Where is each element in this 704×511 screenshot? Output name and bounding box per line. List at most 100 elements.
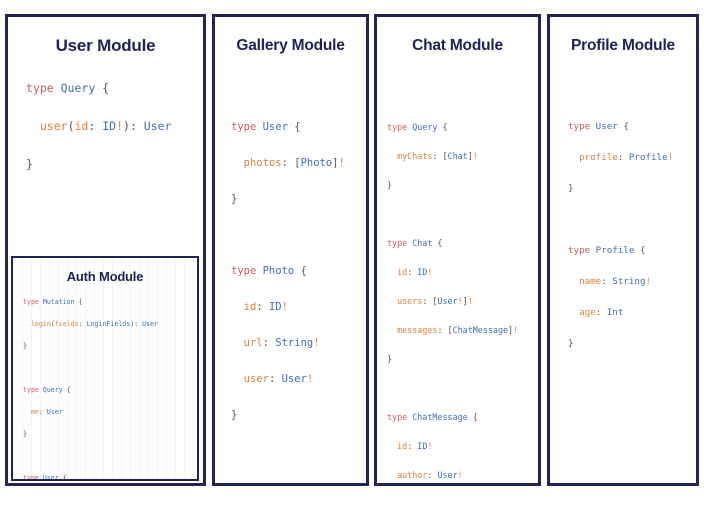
code-token-punc: } bbox=[23, 430, 27, 438]
code-token-punc bbox=[387, 325, 397, 335]
module-title-chat: Chat Module bbox=[412, 37, 503, 54]
code-line: } bbox=[387, 352, 538, 367]
code-token-kw: type bbox=[26, 81, 61, 95]
code-token-punc bbox=[568, 276, 579, 287]
code-token-punc bbox=[387, 296, 397, 306]
code-token-punc: : bbox=[38, 408, 47, 416]
code-token-field: author bbox=[397, 470, 428, 480]
code-token-punc: : bbox=[88, 119, 103, 133]
module-title-user: User Module bbox=[55, 36, 156, 55]
code-line: type ChatMessage { bbox=[387, 410, 538, 425]
code-token-type: User bbox=[281, 373, 307, 385]
code-token-bang: ! bbox=[427, 267, 433, 277]
code-token-kw: type bbox=[387, 122, 413, 132]
code-token-kw: type bbox=[387, 238, 413, 248]
code-token-punc bbox=[387, 267, 397, 277]
code-token-punc: : [ bbox=[281, 157, 301, 169]
code-token-type: User bbox=[262, 121, 288, 133]
code-token-type: Profile bbox=[628, 152, 668, 163]
code-line: login(fields: LoginFields): User bbox=[23, 319, 197, 330]
code-token-punc: : bbox=[617, 152, 629, 163]
code-line: type Photo { bbox=[231, 262, 366, 280]
code-token-type: ID bbox=[417, 441, 428, 451]
module-panel-gallery: Gallery Module type User { photos: [Phot… bbox=[212, 14, 369, 486]
code-token-punc bbox=[23, 320, 31, 328]
code-token-field: age bbox=[579, 307, 596, 318]
code-line bbox=[23, 363, 197, 374]
code-line: messages: [ChatMessage]! bbox=[387, 323, 538, 338]
code-token-punc: ( bbox=[50, 320, 55, 328]
code-token-bang: ! bbox=[338, 157, 345, 169]
code-line: type Query { bbox=[23, 385, 197, 396]
code-line: user: User! bbox=[231, 370, 366, 388]
code-token-punc: : bbox=[268, 373, 282, 385]
code-token-type: Mutation bbox=[42, 298, 75, 306]
code-line bbox=[568, 212, 696, 228]
code-line: type User { bbox=[231, 118, 366, 136]
code-token-field: users bbox=[397, 296, 423, 306]
code-token-kw: type bbox=[23, 474, 43, 481]
code-token-punc: { bbox=[617, 121, 629, 132]
code-token-type: LoginFields bbox=[86, 320, 131, 328]
code-token-punc: { bbox=[467, 412, 478, 422]
code-token-type: ChatMessage bbox=[452, 325, 509, 335]
code-line: type Profile { bbox=[568, 243, 696, 259]
code-token-type: Query bbox=[60, 81, 96, 95]
code-token-punc: } bbox=[568, 183, 574, 194]
code-token-kw: type bbox=[23, 386, 43, 394]
code-token-field: user bbox=[39, 119, 68, 133]
code-token-punc: : bbox=[78, 320, 87, 328]
code-token-punc bbox=[568, 152, 579, 163]
code-token-bang: ! bbox=[457, 296, 463, 306]
module-panel-chat: Chat Module type Query { myChats: [Chat]… bbox=[374, 14, 541, 486]
code-token-punc: { bbox=[634, 245, 646, 256]
code-token-type: Query bbox=[412, 122, 438, 132]
code-token-punc: : [ bbox=[432, 151, 448, 161]
code-line bbox=[23, 451, 197, 462]
code-token-type: User bbox=[437, 470, 458, 480]
code-token-type: ChatMessage bbox=[412, 412, 468, 422]
code-token-field: login bbox=[30, 320, 51, 328]
module-title-gallery: Gallery Module bbox=[236, 37, 345, 54]
code-line bbox=[26, 193, 203, 212]
code-token-punc: { bbox=[437, 122, 448, 132]
code-token-punc: ( bbox=[67, 119, 75, 133]
code-token-punc bbox=[387, 441, 397, 451]
code-token-field: name bbox=[579, 276, 602, 287]
code-token-kw: type bbox=[568, 121, 596, 132]
code-token-punc bbox=[23, 408, 31, 416]
code-line: type User { bbox=[23, 473, 197, 481]
code-token-punc: ] bbox=[462, 296, 468, 306]
code-token-type: ID bbox=[102, 119, 117, 133]
code-line: type Chat { bbox=[387, 236, 538, 251]
code-token-punc: ] bbox=[332, 157, 339, 169]
code-line: } bbox=[568, 336, 696, 352]
code-token-bang: ! bbox=[116, 119, 124, 133]
code-token-bang: ! bbox=[513, 325, 519, 335]
code-line: } bbox=[23, 429, 197, 440]
code-token-punc: : bbox=[595, 307, 607, 318]
code-token-punc: { bbox=[62, 386, 71, 394]
code-token-type: User bbox=[142, 320, 159, 328]
code-token-punc bbox=[231, 373, 244, 385]
code-token-kw: type bbox=[231, 121, 263, 133]
code-token-punc: { bbox=[432, 238, 443, 248]
code-token-type: Profile bbox=[595, 245, 635, 256]
code-line bbox=[387, 207, 538, 222]
module-panel-auth: Auth Module type Mutation { login(fields… bbox=[11, 256, 199, 481]
code-line: id: ID! bbox=[231, 298, 366, 316]
code-line: } bbox=[387, 178, 538, 193]
schema-code-auth: type Mutation { login(fields: LoginField… bbox=[23, 297, 197, 481]
code-line bbox=[387, 381, 538, 396]
code-line: } bbox=[23, 341, 197, 352]
module-title-auth: Auth Module bbox=[66, 269, 144, 284]
code-token-type: String bbox=[275, 337, 314, 349]
code-token-type: ID bbox=[417, 267, 428, 277]
code-token-field: url bbox=[243, 337, 263, 349]
code-line: myChats: [Chat]! bbox=[387, 149, 538, 164]
code-line bbox=[26, 231, 203, 250]
code-token-punc: : bbox=[407, 441, 418, 451]
code-token-type: Photo bbox=[300, 157, 333, 169]
code-line: id: ID! bbox=[387, 265, 538, 280]
code-token-type: User bbox=[46, 408, 63, 416]
